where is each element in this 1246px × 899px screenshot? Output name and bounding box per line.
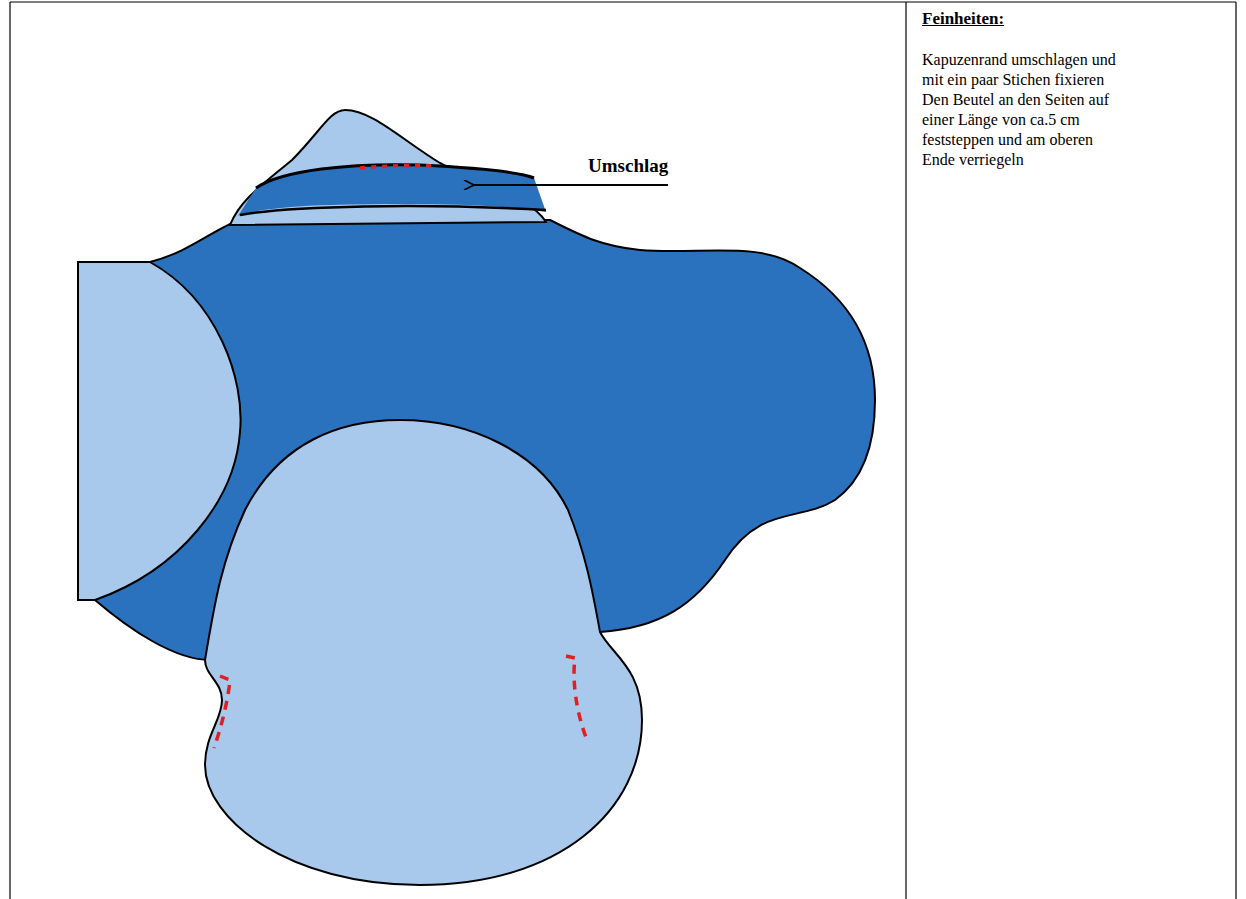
sleeve-piece [78, 262, 241, 600]
note-text: Den Beutel an den Seiten auf einer Länge… [922, 90, 1127, 170]
hood-fold [238, 165, 546, 216]
callout-label: Umschlag [588, 155, 668, 177]
leader-arrow [474, 184, 668, 186]
stitch-line [214, 676, 230, 748]
bag-piece [205, 420, 642, 885]
notes-column: Feinheiten: Kapuzenrand umschlagen und mi… [922, 8, 1127, 170]
hood-piece [230, 110, 546, 225]
fold-line [240, 206, 546, 215]
section-heading: Feinheiten: [922, 8, 1127, 30]
stitch-line [360, 166, 432, 168]
stitch-line [566, 656, 587, 740]
table-border [10, 2, 1236, 899]
note-text: Kapuzenrand umschlagen und mit ein paar … [922, 50, 1127, 90]
